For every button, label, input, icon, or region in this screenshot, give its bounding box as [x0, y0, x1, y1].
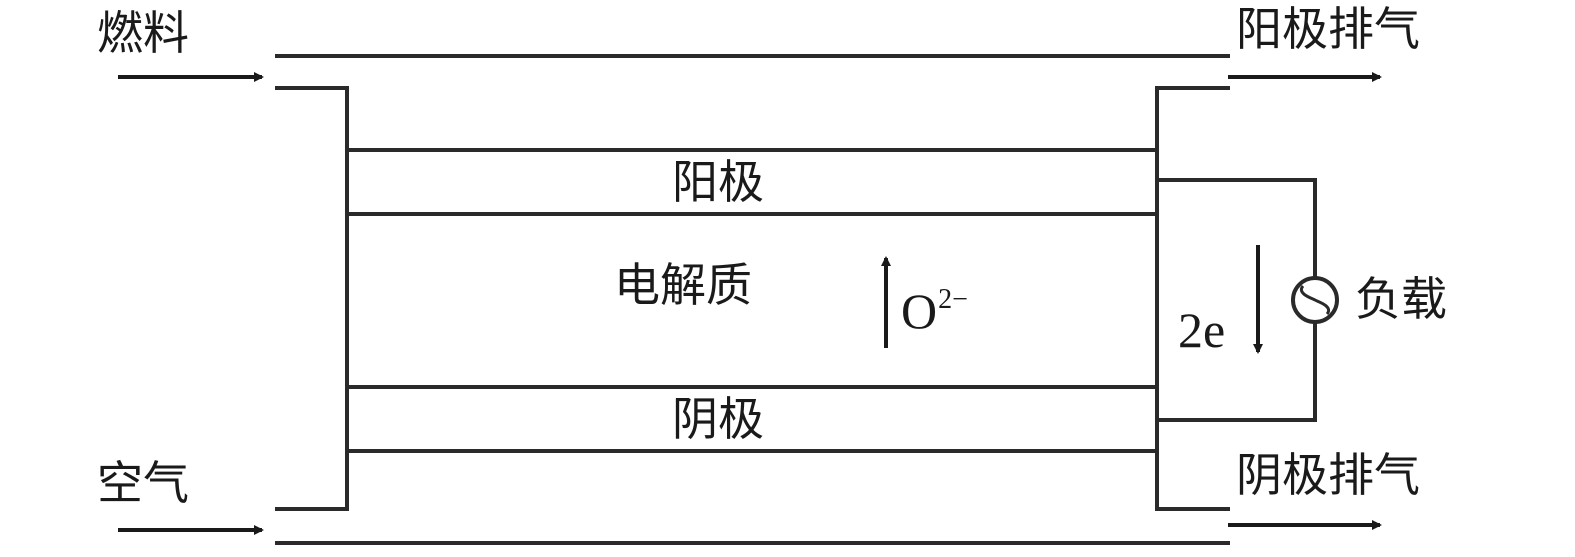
air-label: 空气	[97, 456, 189, 510]
fuel-label: 燃料	[97, 6, 189, 60]
anode-exhaust-label: 阳极排气	[1236, 2, 1420, 56]
external-circuit	[1155, 178, 1317, 279]
oxide-ion-charge: 2−	[938, 284, 968, 315]
load-label: 负载	[1355, 272, 1447, 326]
electrolyte-label: 电解质	[614, 258, 752, 312]
oxide-ion-base: O	[901, 283, 938, 339]
cathode-exhaust-label: 阴极排气	[1236, 448, 1420, 502]
external-circuit-lower	[1155, 321, 1317, 422]
load-icon	[1291, 276, 1339, 324]
cathode-label: 阴极	[672, 392, 764, 446]
oxide-ion-label: O2−	[901, 283, 968, 339]
anode-label: 阳极	[672, 155, 764, 209]
right-outlet-wall	[1155, 86, 1230, 511]
electron-label: 2e	[1178, 302, 1226, 358]
left-inlet-wall	[275, 86, 349, 511]
